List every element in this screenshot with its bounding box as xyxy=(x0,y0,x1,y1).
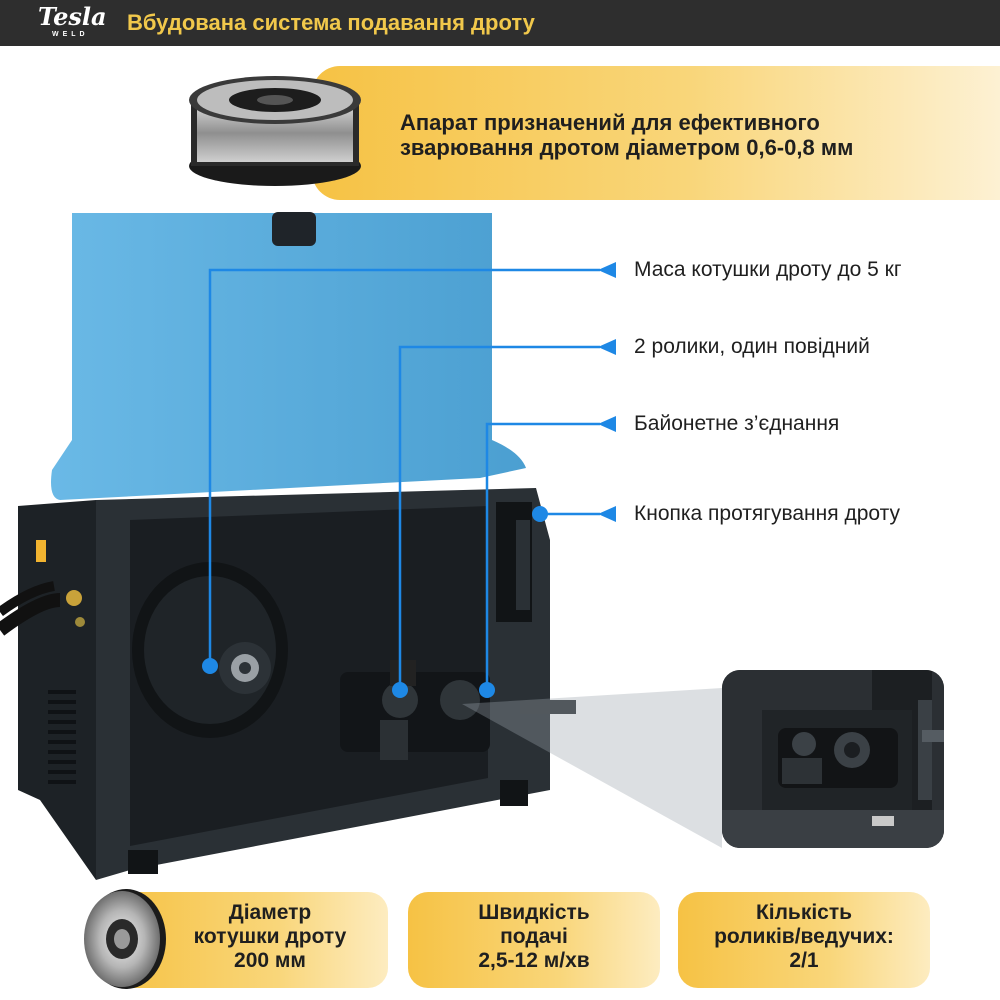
feeder-closeup-drawing xyxy=(722,670,944,848)
callout-bayonet: Байонетне з’єднання xyxy=(634,412,840,435)
spec-speed-line-2: подачі xyxy=(500,925,568,948)
spec-spool-line-1: Діаметр xyxy=(228,901,312,924)
callout-rollers: 2 ролики, один повідний xyxy=(634,335,870,358)
spec-feed-speed-text: Швидкість подачі 2,5-12 м/хв xyxy=(408,901,660,973)
spec-rollers-line-2: роликів/ведучих: xyxy=(714,925,894,948)
banner-line-1: Апарат призначений для ефективного xyxy=(400,110,820,135)
feeder-closeup-image xyxy=(722,670,944,848)
logo-main-text: Tesla xyxy=(38,2,107,31)
logo-sub-text: WELD xyxy=(52,31,89,38)
brand-logo: Tesla WELD xyxy=(38,2,108,44)
page-title: Вбудована система подавання дроту xyxy=(127,10,535,35)
spec-spool-line-3: 200 мм xyxy=(234,949,306,972)
spec-card-rollers xyxy=(678,892,930,988)
small-wire-spool-icon xyxy=(84,889,166,989)
info-banner xyxy=(312,66,1000,200)
callout-wire-button: Кнопка протягування дроту xyxy=(634,502,900,525)
spec-speed-line-1: Швидкість xyxy=(478,901,590,924)
banner-text: Апарат призначений для ефективного зварю… xyxy=(400,110,960,160)
spec-spool-line-2: котушки дроту xyxy=(193,925,347,948)
wire-spool-icon xyxy=(189,76,361,186)
spec-speed-line-3: 2,5-12 м/хв xyxy=(478,949,590,972)
spec-rollers-text: Кількість роликів/ведучих: 2/1 xyxy=(678,901,930,973)
welding-machine-illustration xyxy=(0,212,576,880)
callout-spool-weight: Маса котушки дроту до 5 кг xyxy=(634,258,902,281)
banner-line-2: зварювання дротом діаметром 0,6-0,8 мм xyxy=(400,135,854,160)
spec-card-feed-speed xyxy=(408,892,660,988)
spec-rollers-line-3: 2/1 xyxy=(789,949,819,972)
header-bar: Tesla WELD Вбудована система подавання д… xyxy=(0,0,1000,46)
spec-rollers-line-1: Кількість xyxy=(755,901,853,924)
spec-spool-diameter-text: Діаметр котушки дроту 200 мм xyxy=(170,901,370,973)
